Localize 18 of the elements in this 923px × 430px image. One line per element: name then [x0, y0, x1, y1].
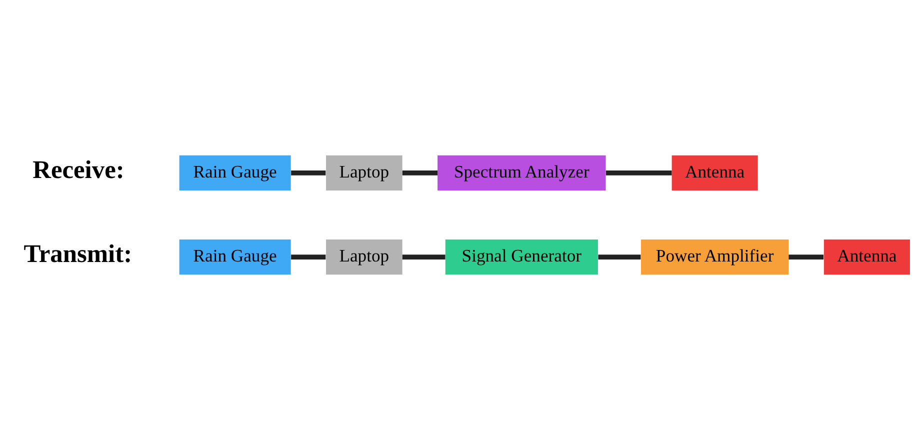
- node-box: Spectrum Analyzer: [438, 155, 606, 191]
- label: Transmit:: [24, 239, 132, 268]
- node-box: Antenna: [672, 155, 758, 191]
- node-box: Power Amplifier: [640, 239, 789, 275]
- node-box: Rain Gauge: [179, 155, 291, 191]
- connector: [291, 254, 326, 260]
- node-box: Antenna: [824, 239, 910, 275]
- connector: [402, 170, 438, 176]
- node-box: Laptop: [326, 239, 402, 275]
- connector: [598, 254, 641, 260]
- connector: [402, 254, 446, 260]
- node-box: Signal Generator: [445, 239, 598, 275]
- node-box: Laptop: [326, 155, 402, 191]
- label: Receive:: [32, 155, 124, 184]
- node-box: Rain Gauge: [179, 239, 291, 275]
- connector: [291, 170, 326, 176]
- connector: [606, 170, 672, 176]
- connector: [788, 254, 824, 260]
